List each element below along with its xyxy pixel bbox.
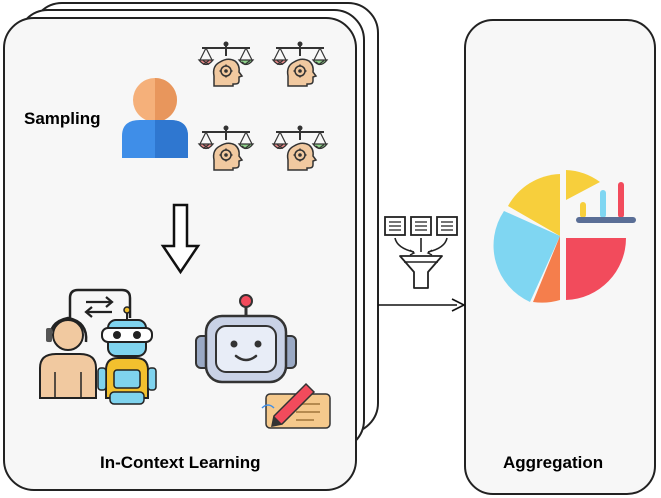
down-arrow-icon (160, 203, 201, 275)
robot-icon (195, 294, 297, 384)
user-icon (122, 78, 188, 158)
pie-bar-chart-icon (493, 170, 636, 303)
aggregation-label: Aggregation (503, 453, 604, 472)
human-robot-exchange-icon (39, 288, 157, 405)
in-context-learning-label: In-Context Learning (100, 453, 261, 472)
document-filter-funnel-icon (384, 216, 458, 289)
sampling-label: Sampling (24, 109, 101, 128)
writing-pen-icon (261, 382, 331, 429)
